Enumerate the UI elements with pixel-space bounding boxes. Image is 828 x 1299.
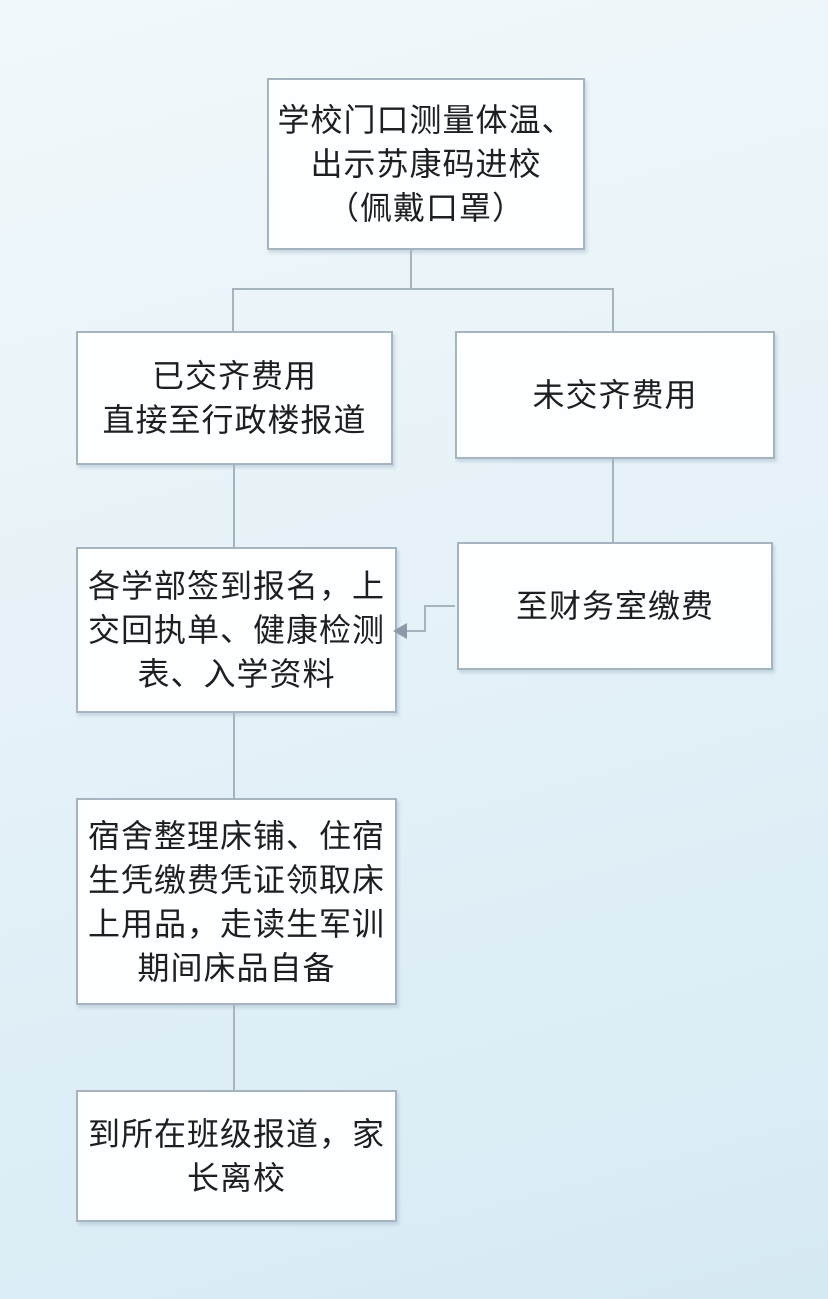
flow-node-text-line: 交回执单、健康检测 <box>87 612 385 648</box>
flow-node-text-line: 长离校 <box>186 1160 286 1196</box>
flow-node-fees-unpaid: 未交齐费用 <box>455 331 775 459</box>
connector-branch-left-drop <box>232 288 234 331</box>
flow-node-class-report: 到所在班级报道，家 长离校 <box>76 1090 397 1222</box>
connector-signin-to-dorm <box>233 713 235 798</box>
flow-node-fees-paid: 已交齐费用 直接至行政楼报道 <box>76 331 393 465</box>
flow-node-text-line: 到所在班级报道，家 <box>87 1116 385 1152</box>
flow-node-text-line: 出示苏康码进校 <box>310 146 542 182</box>
flow-node-text-line: 学校门口测量体温、 <box>277 102 575 138</box>
flow-node-text-line: 上用品，走读生军训 <box>87 905 385 942</box>
flow-node-text-line: 生凭缴费凭证领取床 <box>87 861 385 898</box>
flow-node-text-line: 至财务室缴费 <box>515 588 714 624</box>
connector-branch-horizontal-bar <box>232 288 614 290</box>
flow-node-dormitory-bedding: 宿舍整理床铺、住宿 生凭缴费凭证领取床 上用品，走读生军训 期间床品自备 <box>76 798 397 1005</box>
flow-node-text-line: 期间床品自备 <box>137 949 336 986</box>
flow-node-text-line: 各学部签到报名，上 <box>87 568 385 604</box>
connector-entry-stem <box>410 250 412 290</box>
flow-node-text-line: （佩戴口罩） <box>326 190 525 226</box>
connector-finance-arm-bottom <box>406 630 426 632</box>
arrow-left-icon <box>393 623 407 639</box>
flow-node-text-line: 未交齐费用 <box>532 377 698 413</box>
flow-node-signin-register: 各学部签到报名，上 交回执单、健康检测 表、入学资料 <box>76 547 397 713</box>
flow-node-text-line: 宿舍整理床铺、住宿 <box>87 817 385 854</box>
flow-node-entry-check: 学校门口测量体温、 出示苏康码进校 （佩戴口罩） <box>267 78 585 250</box>
connector-finance-arm-top <box>424 605 455 607</box>
flow-node-text-line: 表、入学资料 <box>137 656 336 692</box>
flow-node-text-line: 直接至行政楼报道 <box>102 402 367 438</box>
connector-paid-to-signin <box>233 465 235 547</box>
connector-branch-right-drop <box>612 288 614 331</box>
flow-node-pay-finance-office: 至财务室缴费 <box>457 542 773 670</box>
connector-dorm-to-class <box>233 1005 235 1090</box>
flow-node-text-line: 已交齐费用 <box>151 358 317 394</box>
connector-unpaid-to-finance <box>612 458 614 542</box>
connector-finance-arm-drop <box>424 605 426 632</box>
